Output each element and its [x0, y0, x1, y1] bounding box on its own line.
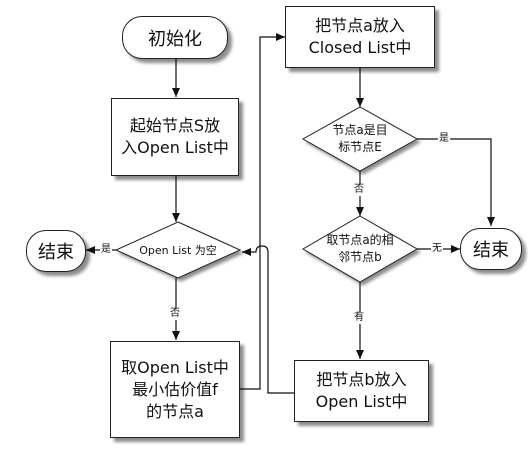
edge-take-to-closed	[240, 33, 285, 390]
init-process-box: 起始节点S放 入Open List中	[111, 98, 239, 176]
decision-open-empty-shape	[114, 221, 242, 279]
start-terminal: 初始化	[122, 16, 228, 59]
end-terminal-left: 结束	[26, 230, 86, 272]
edge-label-neighbor-none: 无	[431, 243, 443, 255]
edge-label-neighbor-has: 有	[353, 312, 365, 324]
edge-label-goal-yes: 是	[438, 133, 450, 145]
edge-label-empty-yes: 是	[100, 244, 112, 256]
decision-open-empty-label: Open List 为空	[139, 243, 217, 257]
take-min-process-box: 取Open List中 最小估价值f 的节点a	[110, 341, 240, 438]
edge-label-goal-no: 否	[353, 184, 365, 196]
move-closed-process-box: 把节点a放入 Closed List中	[285, 6, 435, 68]
decision-neighbor-label: 取节点a的相 邻节点b	[326, 233, 394, 264]
edge-put-to-empty	[242, 245, 294, 394]
edge-goal-yes	[417, 138, 495, 226]
decision-is-goal-label: 节点a是目 标节点E	[332, 123, 388, 154]
end-terminal-right: 结束	[460, 228, 522, 270]
edge-label-empty-no: 否	[169, 308, 181, 320]
put-open-process-box: 把节点b放入 Open List中	[294, 360, 429, 422]
